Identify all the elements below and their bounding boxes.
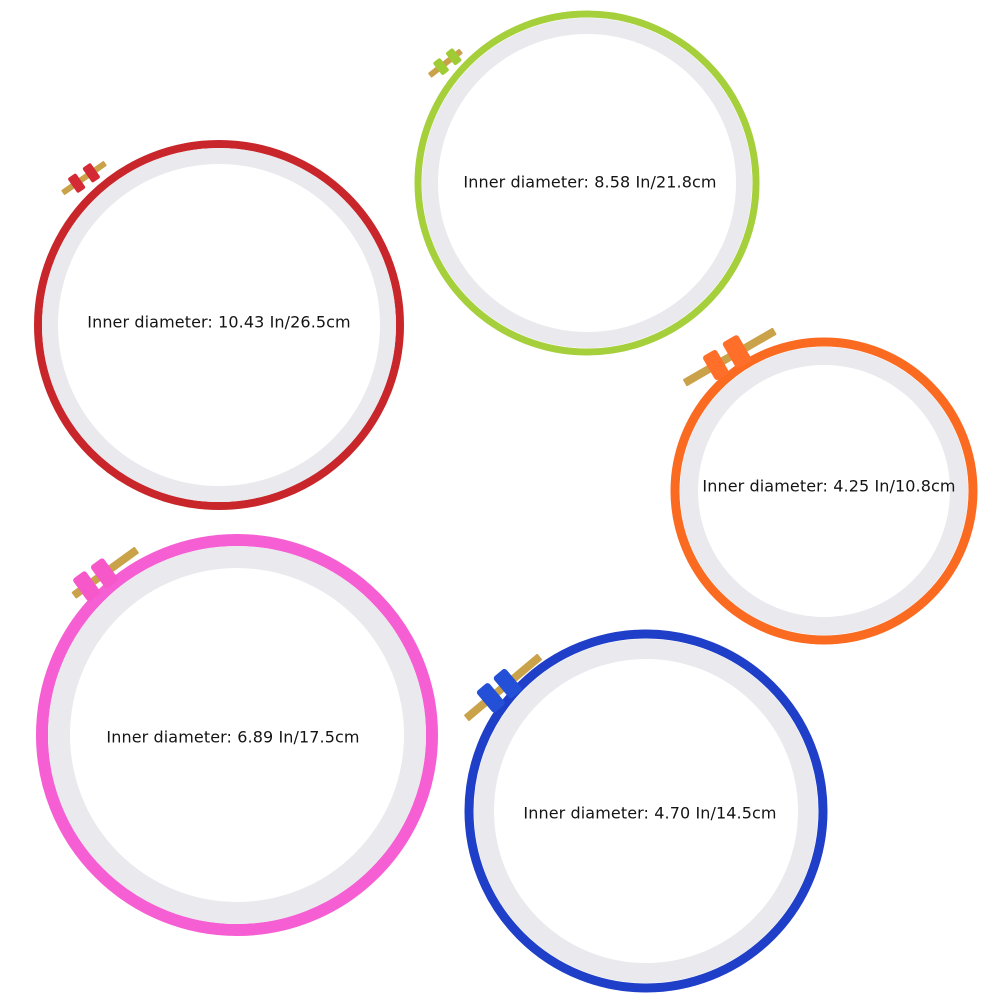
hoop-blue-clasp (464, 653, 542, 721)
hoop-blue-label: Inner diameter: 4.70 In/14.5cm (523, 803, 777, 823)
hoop-green-clasp (428, 48, 463, 78)
hoop-red-clasp (61, 161, 107, 195)
hoop-blue (464, 629, 828, 993)
hoop-orange-clasp (683, 327, 777, 387)
hoop-green-label: Inner diameter: 8.58 In/21.8cm (463, 172, 717, 192)
hoop-orange-outer-ring (670, 337, 978, 645)
hoop-orange-label: Inner diameter: 4.25 In/10.8cm (702, 476, 956, 496)
hoop-pink-clasp (71, 546, 139, 602)
hoop-pink-outer-ring (36, 534, 438, 936)
hoop-red-label: Inner diameter: 10.43 In/26.5cm (87, 312, 351, 332)
hoop-pink (36, 534, 438, 936)
hoop-green (414, 10, 760, 356)
hoop-red-outer-ring (34, 140, 404, 510)
hoop-pink-inner-ring (48, 546, 426, 924)
hoop-green-inner-ring (422, 18, 752, 348)
hoop-pink-label: Inner diameter: 6.89 In/17.5cm (106, 727, 360, 747)
hoop-orange (670, 327, 978, 645)
hoop-red (34, 140, 404, 510)
hoop-orange-inner-ring (680, 347, 968, 635)
hoop-blue-outer-ring (464, 629, 828, 993)
hoop-blue-inner-ring (474, 639, 818, 983)
hoop-red-inner-ring (42, 148, 396, 502)
hoop-green-outer-ring (414, 10, 760, 356)
